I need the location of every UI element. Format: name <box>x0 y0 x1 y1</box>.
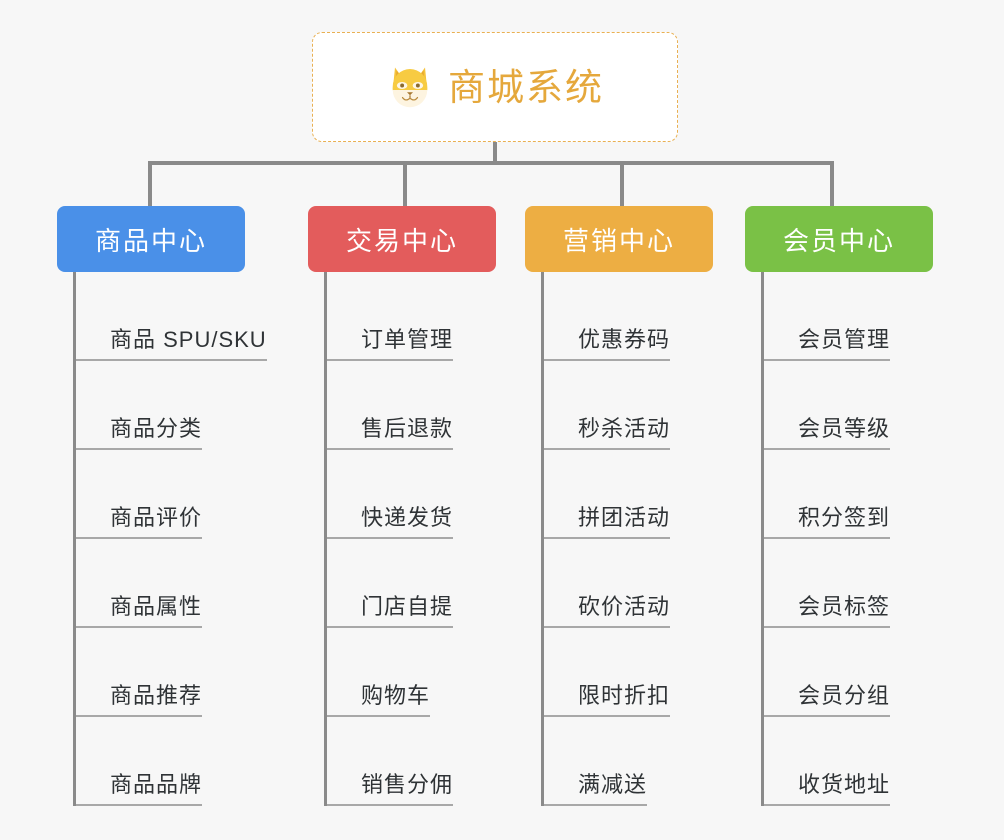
root-title: 商城系统 <box>448 66 604 108</box>
leaf-label: 收货地址 <box>798 767 891 806</box>
category-header-trade[interactable]: 交易中心 <box>308 206 496 272</box>
leaf-list-marketing: 优惠券码 秒杀活动 拼团活动 砍价活动 限时折扣 满减送 <box>541 272 713 806</box>
category-header-member[interactable]: 会员中心 <box>745 206 933 272</box>
leaf-label: 会员分组 <box>798 678 891 717</box>
list-item[interactable]: 优惠券码 <box>544 272 713 361</box>
leaf-label: 商品品牌 <box>110 767 203 806</box>
list-item[interactable]: 购物车 <box>327 628 496 717</box>
connector-root-stem <box>493 142 497 164</box>
list-item[interactable]: 商品分类 <box>76 361 245 450</box>
branch-column-member: 会员中心 会员管理 会员等级 积分签到 会员标签 会员分组 收货地址 <box>745 206 933 806</box>
list-item[interactable]: 拼团活动 <box>544 450 713 539</box>
leaf-label: 拼团活动 <box>578 500 671 539</box>
leaf-label: 商品分类 <box>110 411 203 450</box>
shiba-dog-face-icon <box>392 67 428 108</box>
list-item[interactable]: 商品评价 <box>76 450 245 539</box>
leaf-label: 售后退款 <box>361 411 454 450</box>
leaf-label: 限时折扣 <box>578 678 671 717</box>
leaf-label: 门店自提 <box>361 589 454 628</box>
leaf-label: 优惠券码 <box>578 322 671 361</box>
list-item[interactable]: 销售分佣 <box>327 717 496 806</box>
leaf-label: 会员标签 <box>798 589 891 628</box>
list-item[interactable]: 会员等级 <box>764 361 933 450</box>
leaf-label: 商品属性 <box>110 589 203 628</box>
category-title: 交易中心 <box>345 225 458 256</box>
category-title: 营销中心 <box>562 225 675 256</box>
branch-column-marketing: 营销中心 优惠券码 秒杀活动 拼团活动 砍价活动 限时折扣 满减送 <box>525 206 713 806</box>
list-item[interactable]: 秒杀活动 <box>544 361 713 450</box>
list-item[interactable]: 会员分组 <box>764 628 933 717</box>
list-item[interactable]: 售后退款 <box>327 361 496 450</box>
branch-column-product: 商品中心 商品 SPU/SKU 商品分类 商品评价 商品属性 商品推荐 商品品牌 <box>57 206 267 806</box>
leaf-label: 会员等级 <box>798 411 891 450</box>
leaf-list-trade: 订单管理 售后退款 快递发货 门店自提 购物车 销售分佣 <box>324 272 496 806</box>
leaf-label: 商品 SPU/SKU <box>110 322 267 361</box>
list-item[interactable]: 限时折扣 <box>544 628 713 717</box>
leaf-label: 快递发货 <box>361 500 454 539</box>
leaf-label: 购物车 <box>361 678 431 717</box>
leaf-label: 满减送 <box>578 767 648 806</box>
category-header-marketing[interactable]: 营销中心 <box>525 206 713 272</box>
list-item[interactable]: 满减送 <box>544 717 713 806</box>
connector-drop-交易中心 <box>403 161 407 206</box>
leaf-label: 销售分佣 <box>361 767 454 806</box>
list-item[interactable]: 积分签到 <box>764 450 933 539</box>
list-item[interactable]: 商品推荐 <box>76 628 245 717</box>
leaf-label: 积分签到 <box>798 500 891 539</box>
list-item[interactable]: 砍价活动 <box>544 539 713 628</box>
list-item[interactable]: 快递发货 <box>327 450 496 539</box>
leaf-label: 秒杀活动 <box>578 411 671 450</box>
connector-drop-营销中心 <box>620 161 624 206</box>
list-item[interactable]: 门店自提 <box>327 539 496 628</box>
category-title: 商品中心 <box>94 225 207 256</box>
list-item[interactable]: 商品品牌 <box>76 717 245 806</box>
leaf-label: 砍价活动 <box>578 589 671 628</box>
list-item[interactable]: 收货地址 <box>764 717 933 806</box>
list-item[interactable]: 商品属性 <box>76 539 245 628</box>
leaf-label: 会员管理 <box>798 322 891 361</box>
list-item[interactable]: 商品 SPU/SKU <box>76 272 267 361</box>
list-item[interactable]: 会员标签 <box>764 539 933 628</box>
connector-drop-商品中心 <box>148 161 152 206</box>
root-node[interactable]: 商城系统 <box>312 32 678 142</box>
list-item[interactable]: 订单管理 <box>327 272 496 361</box>
list-item[interactable]: 会员管理 <box>764 272 933 361</box>
leaf-label: 商品推荐 <box>110 678 203 717</box>
leaf-list-member: 会员管理 会员等级 积分签到 会员标签 会员分组 收货地址 <box>761 272 933 806</box>
leaf-label: 商品评价 <box>110 500 203 539</box>
connector-horizontal-bus <box>150 161 834 165</box>
category-title: 会员中心 <box>782 225 895 256</box>
leaf-label: 订单管理 <box>361 322 454 361</box>
leaf-list-product: 商品 SPU/SKU 商品分类 商品评价 商品属性 商品推荐 商品品牌 <box>73 272 267 806</box>
category-header-product[interactable]: 商品中心 <box>57 206 245 272</box>
branch-column-trade: 交易中心 订单管理 售后退款 快递发货 门店自提 购物车 销售分佣 <box>308 206 496 806</box>
connector-drop-会员中心 <box>830 161 834 206</box>
